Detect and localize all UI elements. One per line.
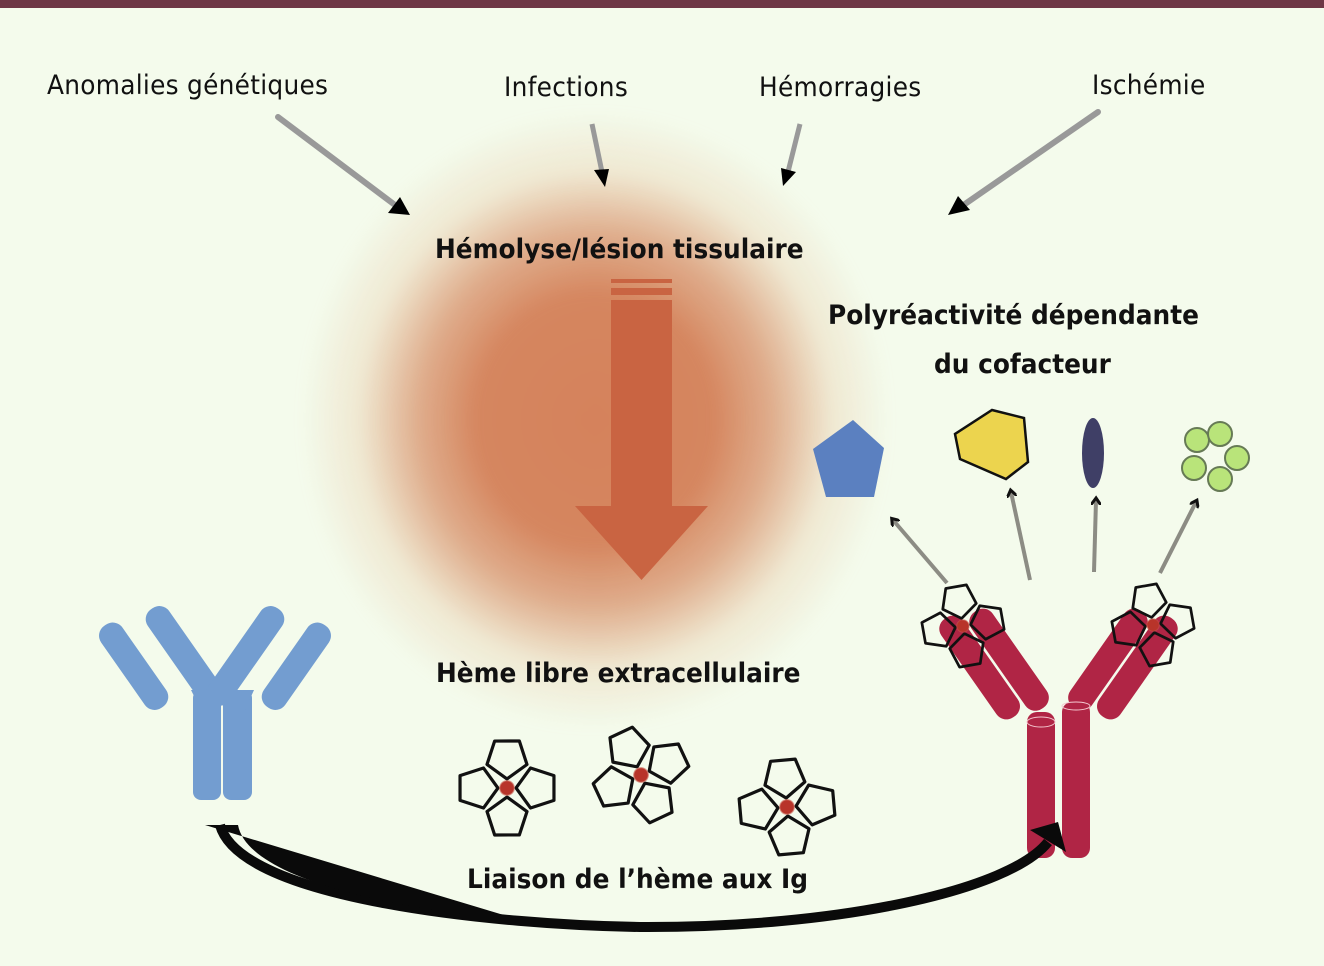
pyrrole-ring <box>763 757 807 800</box>
pyrrole-ring <box>737 787 780 831</box>
naive-immunoglobulin <box>99 606 331 800</box>
polyreactivity-label-line2: du cofacteur <box>934 349 1111 380</box>
iron-center <box>956 619 970 633</box>
polyreactivity-arrows <box>893 492 1196 585</box>
antigen-hexagon <box>953 408 1030 481</box>
cause-label-genetic: Anomalies génétiques <box>47 70 329 101</box>
iron-center <box>499 780 515 796</box>
cause-label-ischemia: Ischémie <box>1092 70 1206 101</box>
pyrrole-ring <box>1138 631 1175 668</box>
polyreactivity-label-line1: Polyréactivité dépendante <box>828 300 1199 331</box>
pyrrole-ring <box>948 632 985 669</box>
pyrrole-ring <box>608 725 651 769</box>
iron-center <box>779 799 795 815</box>
heme-molecule <box>1110 582 1196 668</box>
pyrrole-ring <box>591 765 635 808</box>
heme-molecule <box>591 725 691 825</box>
heme-molecule <box>920 583 1006 669</box>
pyrrole-ring <box>1159 603 1196 640</box>
free-heme-label: Hème libre extracellulaire <box>436 658 801 689</box>
pyrrole-ring <box>794 783 837 827</box>
pyrrole-ring <box>631 781 674 825</box>
pyrrole-ring <box>485 739 529 781</box>
central-down-arrow <box>575 279 708 580</box>
top-bar <box>0 0 1324 8</box>
cause-arrow-ischemia-visible <box>962 112 1006 200</box>
pyrrole-ring <box>647 742 691 785</box>
cause-arrow-ischemia-final <box>948 109 1101 215</box>
heme-bound-immunoglobulin <box>939 608 1178 858</box>
pyrrole-ring <box>1131 582 1168 619</box>
iron-center <box>633 767 649 783</box>
cause-arrow-hemorrhages <box>781 123 803 186</box>
pyrrole-ring <box>920 611 957 648</box>
cause-label-infections: Infections <box>504 72 629 103</box>
pyrrole-ring <box>514 766 556 810</box>
pyrrole-ring <box>1110 610 1147 647</box>
pyrrole-ring <box>941 583 978 620</box>
antigen-pentagon <box>813 420 884 497</box>
iron-center <box>1146 618 1160 632</box>
pyrrole-ring <box>969 604 1006 641</box>
pyrrole-ring <box>767 814 811 857</box>
binding-curved-arrow <box>205 822 1066 933</box>
pyrrole-ring <box>485 795 529 837</box>
cause-label-hemorrhages: Hémorragies <box>759 72 922 103</box>
antigen-ellipse <box>1082 418 1104 488</box>
central-event-label: Hémolyse/lésion tissulaire <box>435 234 804 265</box>
heme-molecule <box>458 739 556 837</box>
cause-arrow-genetic <box>275 114 410 215</box>
heme-molecule <box>737 757 837 857</box>
cause-arrow-infections <box>589 123 609 187</box>
binding-label: Liaison de l’hème aux Ig <box>467 864 809 895</box>
pyrrole-ring <box>458 766 500 810</box>
antigen-ring <box>1181 421 1250 492</box>
